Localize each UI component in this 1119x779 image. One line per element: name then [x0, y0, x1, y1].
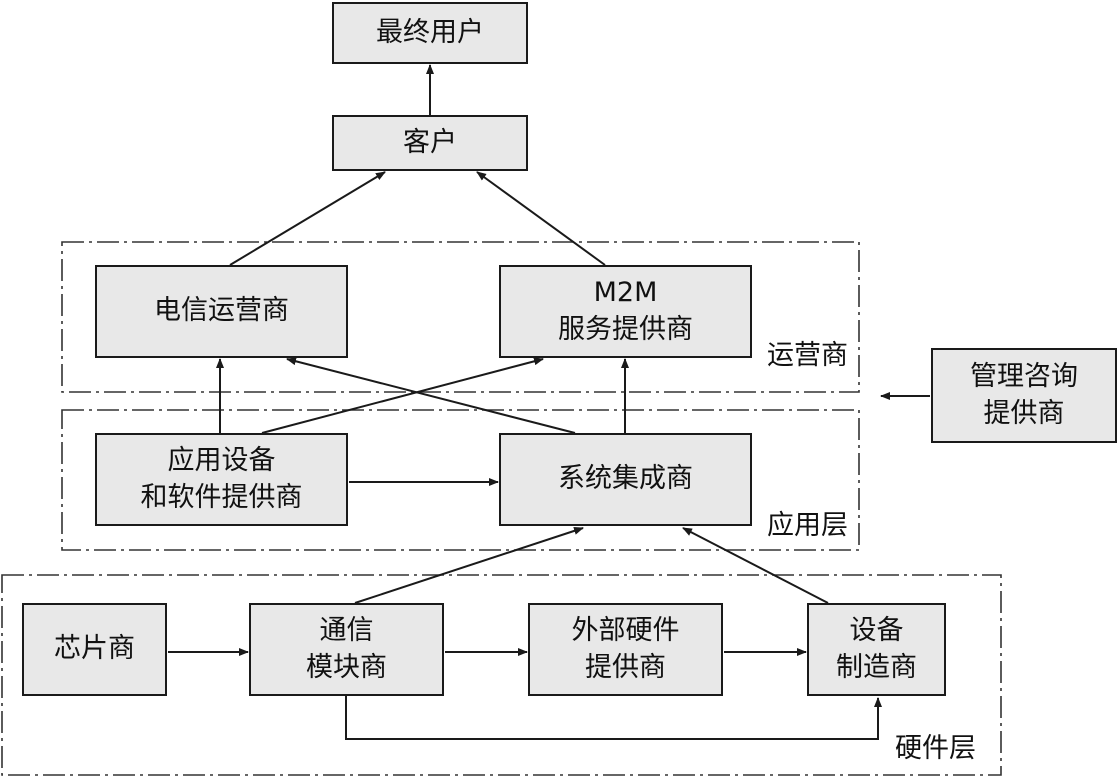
telecom-operator-label: 电信运营商	[154, 295, 289, 327]
mgmt-consult-label-line1: 管理咨询	[970, 361, 1078, 393]
device-maker-node: 设备 制造商	[807, 603, 946, 696]
m2m-service-provider-node: M2M 服务提供商	[499, 265, 752, 358]
operator-layer-frame	[61, 241, 860, 393]
app-device-label-line1: 应用设备	[167, 445, 276, 477]
arrow-telecom-to-customer	[229, 171, 386, 266]
app-device-label-line2: 和软件提供商	[140, 481, 303, 513]
device-maker-label-line1: 设备	[849, 615, 904, 647]
arrow-comm-module-to-device-maker	[345, 695, 882, 740]
system-integrator-label: 系统集成商	[558, 463, 693, 495]
ext-hardware-provider-node: 外部硬件 提供商	[528, 603, 723, 696]
system-integrator-node: 系统集成商	[499, 433, 752, 526]
customer-node: 客户	[332, 115, 528, 171]
comm-module-label-line2: 模块商	[306, 651, 387, 683]
ext-hardware-label-line1: 外部硬件	[571, 615, 680, 647]
comm-module-vendor-node: 通信 模块商	[249, 603, 444, 696]
arrow-integrator-to-telecom	[286, 357, 576, 434]
mgmt-consult-label-line2: 提供商	[983, 397, 1065, 429]
hardware-layer-frame	[1, 574, 1002, 776]
customer-label: 客户	[403, 126, 457, 158]
ext-hardware-label-line2: 提供商	[585, 651, 666, 683]
device-maker-label-line2: 制造商	[836, 651, 917, 683]
m2m-label-line1: M2M	[593, 277, 658, 309]
m2m-label-line2: 服务提供商	[558, 313, 693, 345]
chip-vendor-label: 芯片商	[54, 633, 135, 665]
mgmt-consulting-provider-node: 管理咨询 提供商	[931, 348, 1117, 443]
arrow-comm-module-to-integrator	[354, 527, 584, 604]
application-layer-frame	[61, 409, 860, 551]
app-device-software-provider-node: 应用设备 和软件提供商	[95, 433, 348, 526]
end-user-label: 最终用户	[376, 16, 484, 48]
end-user-node: 最终用户	[332, 2, 528, 64]
operator-layer-label: 运营商	[767, 340, 848, 371]
arrow-app-device-to-m2m	[261, 357, 544, 434]
comm-module-label-line1: 通信	[319, 615, 374, 647]
chip-vendor-node: 芯片商	[22, 603, 167, 696]
arrow-m2m-to-customer	[476, 171, 606, 266]
arrow-device-maker-to-integrator	[682, 527, 829, 604]
telecom-operator-node: 电信运营商	[95, 265, 348, 358]
application-layer-label: 应用层	[767, 510, 848, 541]
hardware-layer-label: 硬件层	[895, 733, 976, 764]
